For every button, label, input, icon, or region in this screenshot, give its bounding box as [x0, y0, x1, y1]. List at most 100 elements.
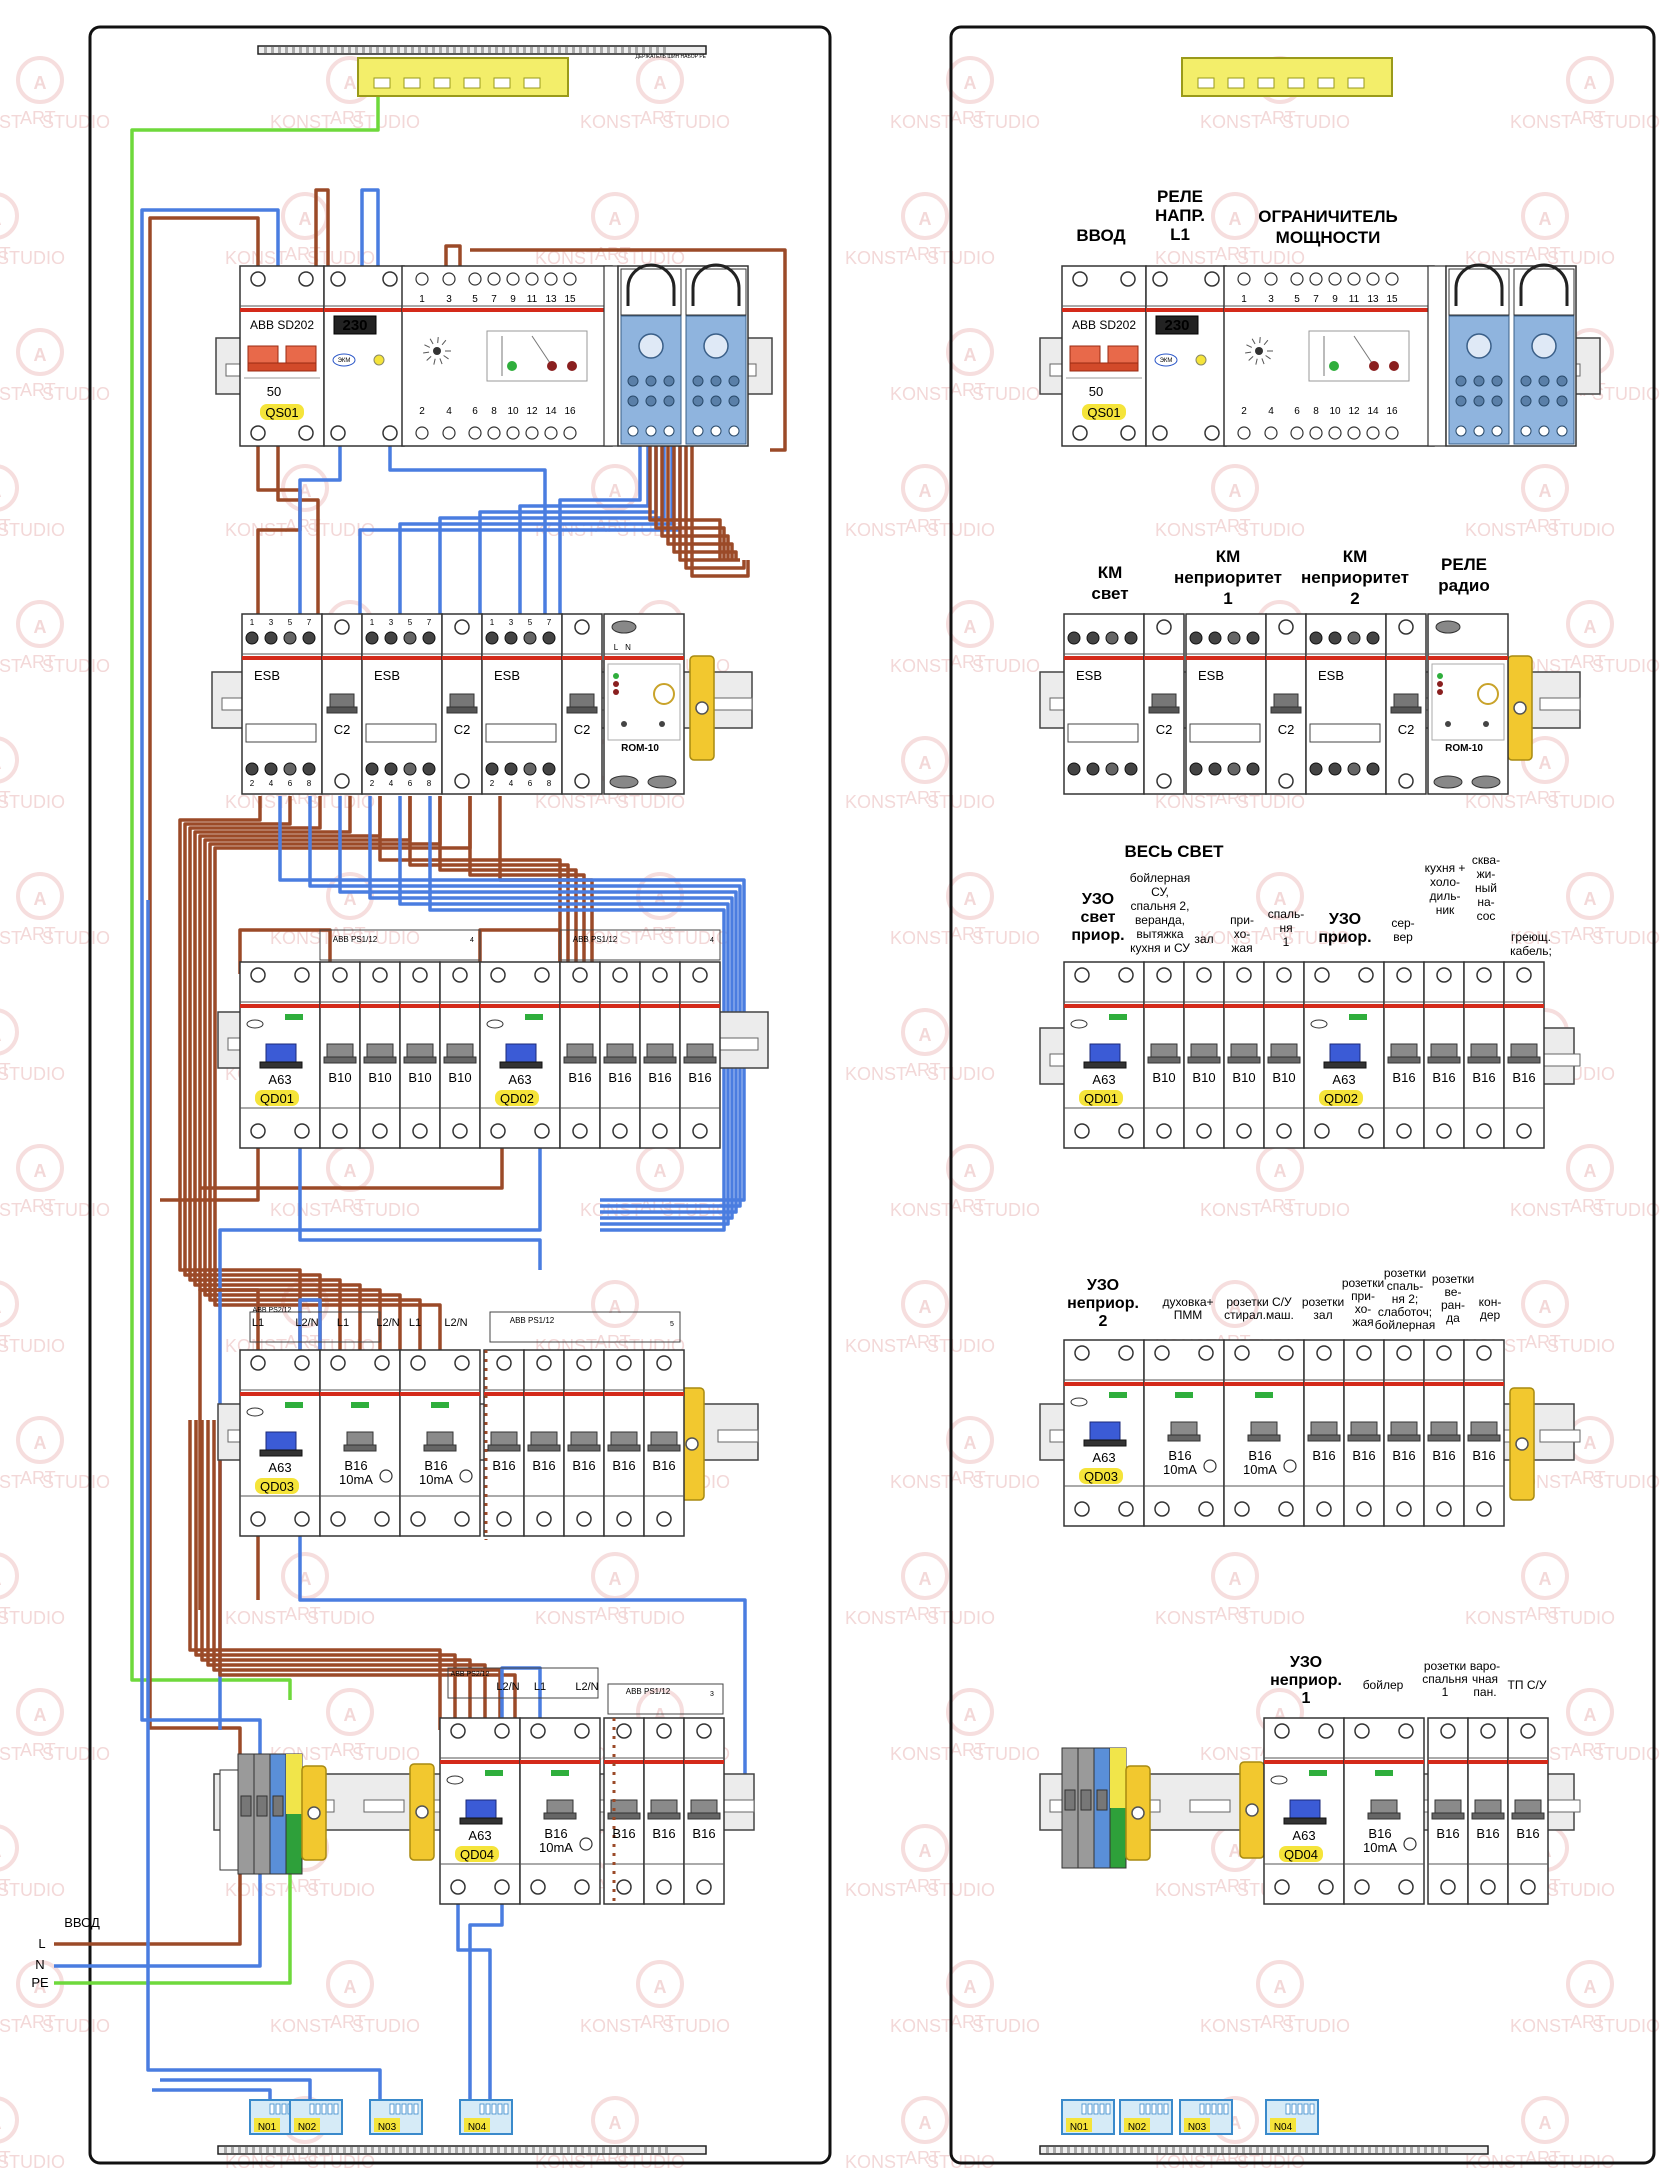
watermark-art: ART	[20, 1196, 56, 1216]
watermark-art: ART	[1570, 1196, 1606, 1216]
terminal-screw	[534, 1123, 550, 1139]
watermark-logo-letter: A	[919, 1841, 932, 1861]
c2-label: C2	[454, 722, 471, 737]
toggle-base	[1227, 1056, 1261, 1064]
terminal-screw	[1067, 762, 1081, 776]
input-PE: PE	[31, 1975, 49, 1990]
watermark-logo-letter: A	[1539, 481, 1552, 501]
terminal-screw	[1318, 1723, 1334, 1739]
bus-tooth	[565, 47, 568, 53]
dial-tick	[1261, 358, 1265, 365]
terminal-screw	[494, 1723, 510, 1739]
km-label: ESB	[1318, 668, 1344, 683]
watermark-logo-icon	[1521, 192, 1569, 240]
dial-tick	[439, 358, 443, 365]
ps-count: 4	[710, 937, 714, 944]
terminal-screw	[696, 1879, 712, 1895]
bus-tooth	[546, 2147, 549, 2153]
ps2-terminal: L2/N	[496, 1681, 519, 1693]
schematic-box	[1308, 330, 1410, 382]
km-terminal-number: 7	[547, 618, 552, 627]
watermark-brand: KONST	[535, 248, 597, 268]
neutral-wire	[558, 433, 642, 626]
breaker-rating: B16	[532, 1458, 555, 1473]
terminal-screw	[645, 425, 657, 437]
bus-tooth	[238, 2147, 241, 2153]
spd-screw-icon	[692, 395, 704, 407]
red-stripe	[604, 656, 684, 660]
watermark-logo-icon	[0, 1008, 19, 1056]
spd-screw-icon	[627, 395, 639, 407]
red-stripe	[1144, 1382, 1224, 1386]
red-stripe	[680, 1004, 720, 1008]
neutral-wire	[388, 433, 547, 626]
watermark-logo-letter: A	[654, 1977, 667, 1997]
terminal-screw	[1516, 967, 1532, 983]
terminal-screw	[250, 271, 266, 287]
terminal-screw	[412, 1123, 428, 1139]
terminal-screw	[1354, 1723, 1370, 1739]
terminal-screw	[1398, 773, 1414, 789]
spd-screw-icon	[1455, 395, 1467, 407]
terminal-screw	[1476, 1345, 1492, 1361]
n-bus-label: N04	[1274, 2122, 1293, 2133]
watermark-studio: STUDIO	[1547, 1608, 1615, 1628]
terminal-screw	[250, 967, 266, 983]
red-stripe	[1508, 1760, 1548, 1764]
watermark-studio: STUDIO	[42, 928, 110, 948]
watermark-studio: STUDIO	[927, 248, 995, 268]
bus-tooth	[357, 2147, 360, 2153]
km-terminal-number: 6	[528, 779, 533, 788]
terminal-screw	[525, 426, 539, 440]
breaker-rating: B10	[328, 1070, 351, 1085]
schematic-line	[1353, 335, 1375, 367]
watermark-logo-icon	[1566, 872, 1614, 920]
limiter-terminal-number: 14	[1367, 406, 1379, 417]
terminal-screw	[1120, 425, 1136, 441]
phase-wire	[218, 1420, 517, 1730]
bus-tooth	[322, 2147, 325, 2153]
terminal-screw	[372, 1123, 388, 1139]
km-label: ESB	[494, 668, 520, 683]
watermark-art: ART	[285, 1876, 321, 1896]
terminal-screw	[1264, 426, 1278, 440]
watermark-studio: STUDIO	[972, 928, 1040, 948]
breaker-rating: B16	[1392, 1070, 1415, 1085]
watermark-logo-icon	[0, 464, 19, 512]
breaker-rating: B16	[648, 1070, 671, 1085]
terminal-screw	[412, 967, 428, 983]
rom-button-icon	[1445, 721, 1451, 727]
breaker-rating: B16	[608, 1070, 631, 1085]
terminal-screw	[1316, 1345, 1332, 1361]
terminal-screw	[384, 762, 398, 776]
bus-tooth	[448, 2147, 451, 2153]
rom-label: ROM-10	[621, 743, 659, 754]
lever-base	[459, 1817, 503, 1825]
terminal-screw	[1278, 773, 1294, 789]
bus-tooth	[609, 2147, 612, 2153]
watermark-brand: KONST	[890, 656, 952, 676]
terminal-screw	[1156, 1123, 1172, 1139]
status-led	[285, 1014, 303, 1020]
watermark-logo-icon	[901, 736, 949, 784]
red-stripe	[562, 656, 602, 660]
bus-slot	[1309, 2103, 1315, 2115]
bus-tooth	[1270, 2147, 1273, 2153]
breaker-rating: B16	[1516, 1826, 1539, 1841]
status-led	[525, 1014, 543, 1020]
watermark-brand: KONST	[1155, 520, 1217, 540]
terminal-slot	[272, 1795, 284, 1817]
ps-count: 4	[470, 937, 474, 944]
bus-tooth	[621, 47, 624, 53]
status-led	[507, 361, 517, 371]
test-button-icon	[579, 1837, 593, 1851]
terminal-screw	[1118, 1345, 1134, 1361]
watermark-art: ART	[1260, 2012, 1296, 2032]
watermark-logo-letter: A	[34, 889, 47, 909]
